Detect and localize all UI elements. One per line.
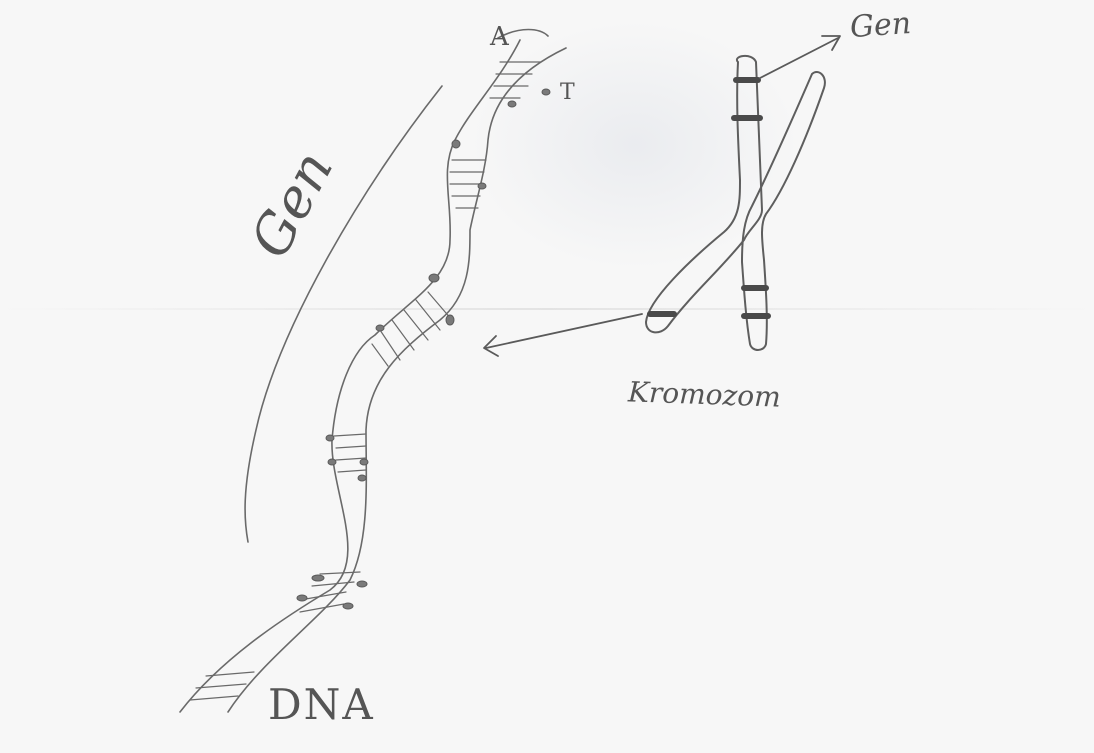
arrow-to-dna bbox=[484, 314, 642, 356]
gen-label-chromosome: Gen bbox=[849, 6, 912, 45]
chromosome-arm-right bbox=[742, 72, 825, 350]
dna-strand-1 bbox=[180, 40, 520, 712]
gene-span-arc bbox=[245, 86, 442, 542]
chromosome bbox=[646, 56, 825, 350]
dna-label: DNA bbox=[268, 680, 375, 729]
arrow-to-gen-label bbox=[760, 36, 840, 78]
kromozom-label: Kromozom bbox=[627, 375, 781, 413]
chromosome-gene-bands bbox=[650, 80, 768, 316]
base-a-label: A bbox=[490, 22, 509, 52]
base-t-label: T bbox=[560, 80, 575, 105]
dna-base-pairs bbox=[190, 62, 540, 700]
